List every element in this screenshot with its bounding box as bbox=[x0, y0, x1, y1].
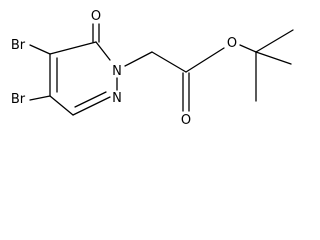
tbu-bond-1 bbox=[255, 29, 294, 53]
bonds bbox=[29, 23, 294, 116]
atom-br-bottom: Br bbox=[11, 92, 26, 107]
atom-labels: O N N Br Br O O bbox=[11, 9, 237, 128]
bond-n1-ch2 bbox=[124, 51, 153, 67]
atom-n-ring: N bbox=[112, 64, 122, 79]
atom-o-ester-carbonyl: O bbox=[181, 113, 191, 128]
chemical-structure-diagram: O N N Br Br O O bbox=[11, 9, 294, 128]
bond-ch2-cester bbox=[151, 51, 187, 73]
atom-o-ring-carbonyl: O bbox=[91, 9, 101, 24]
atom-br-top: Br bbox=[11, 38, 26, 53]
ring-bond-c6-n1 bbox=[95, 41, 111, 61]
atom-n-ring-2: N bbox=[112, 91, 122, 106]
bond-c4-br bbox=[29, 95, 51, 101]
bond-c5-br bbox=[29, 44, 51, 55]
ring-bond-c5-c6 bbox=[49, 41, 97, 55]
ring-bond-n2-c3-inner bbox=[74, 91, 107, 108]
ring-bond-c3-c4 bbox=[49, 95, 74, 116]
atom-o-ester: O bbox=[227, 36, 237, 51]
bond-cester-o bbox=[185, 47, 225, 73]
bond-o-ctert bbox=[239, 44, 257, 53]
ring-bond-n2-c3 bbox=[72, 96, 111, 116]
tbu-bond-2 bbox=[255, 51, 292, 65]
